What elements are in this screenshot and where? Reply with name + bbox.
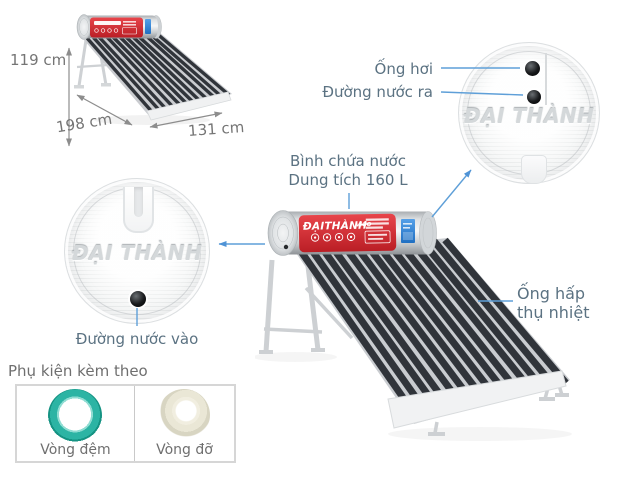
dimension-height-label: 119 cm xyxy=(10,51,67,69)
main-product-image: ĐẠITHÀNH VIGO xyxy=(255,210,572,441)
dimension-view-image xyxy=(74,14,232,125)
water-inlet-label: Đường nước vào xyxy=(75,330,199,348)
water-inlet-hole xyxy=(130,291,146,307)
absorber-label-line1: Ống hấp xyxy=(517,284,586,303)
brand-logo-text: ĐẠITHÀNH xyxy=(302,218,367,233)
dimension-width-label: 131 cm xyxy=(187,118,245,140)
tank-label-line1: Bình chứa nước xyxy=(290,152,406,170)
water-outlet-hole xyxy=(527,90,541,104)
tank-label-line2: Dung tích 160 L xyxy=(288,171,408,189)
absorber-label-line2: thụ nhiệt xyxy=(517,303,590,322)
tank-side-cap-view: ĐẠI THÀNH xyxy=(64,178,210,324)
steam-pipe-hole xyxy=(525,61,540,76)
brand-label: ĐẠITHÀNH VIGO xyxy=(298,213,397,253)
gasket-ring-image xyxy=(48,389,103,442)
water-outlet-label: Đường nước ra xyxy=(322,83,433,101)
support-frame xyxy=(263,257,564,434)
brand-label-small xyxy=(90,17,151,38)
cap-slot xyxy=(123,187,154,233)
tank-top-cap-view: ĐẠI THÀNH xyxy=(458,42,600,184)
heat-absorber-tubes xyxy=(297,237,569,422)
cap-tab xyxy=(521,155,547,184)
accessories-title: Phụ kiện kèm theo xyxy=(8,362,148,380)
embossed-brand: ĐẠI THÀNH xyxy=(463,104,595,128)
brand-model-text: VIGO xyxy=(356,222,372,228)
gasket-ring-label: Vòng đệm xyxy=(40,442,111,458)
steam-pipe-label: Ống hơi xyxy=(374,60,433,78)
accessory-support-cell: Vòng đỡ xyxy=(135,386,234,461)
warranty-label xyxy=(401,219,415,243)
accessories-box: Vòng đệm Vòng đỡ xyxy=(15,384,236,463)
cap-facet-line xyxy=(545,53,547,105)
support-ring-label: Vòng đỡ xyxy=(156,442,213,458)
tank-capacity-label: Bình chứa nước Dung tích 160 L xyxy=(258,152,438,190)
tubes-small xyxy=(85,30,231,115)
collector-tray xyxy=(387,370,567,429)
absorber-tube-label: Ống hấp thụ nhiệt xyxy=(517,284,589,322)
accessory-gasket-cell: Vòng đệm xyxy=(17,386,135,461)
support-ring-image xyxy=(158,389,211,441)
embossed-brand: ĐẠI THÀNH xyxy=(71,241,203,265)
